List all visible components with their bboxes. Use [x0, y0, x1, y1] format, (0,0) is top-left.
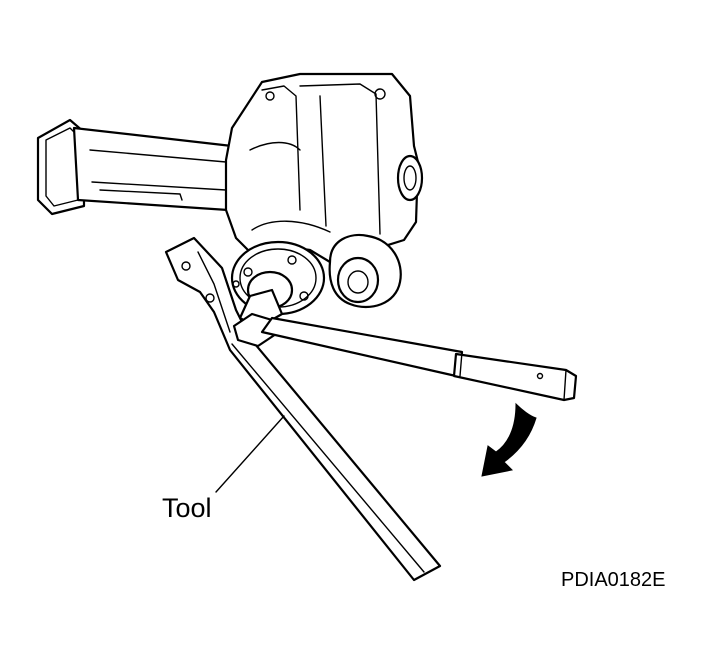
differential-carrier [224, 72, 424, 309]
axle-tube [36, 118, 242, 216]
companion-flange [230, 240, 326, 330]
curved-arrow-icon [481, 402, 537, 477]
tool-label: Tool [162, 493, 212, 523]
holding-tool [164, 236, 442, 582]
tool-leader-line [215, 415, 285, 493]
figure-id: PDIA0182E [561, 569, 666, 591]
torque-wrench [232, 312, 578, 402]
